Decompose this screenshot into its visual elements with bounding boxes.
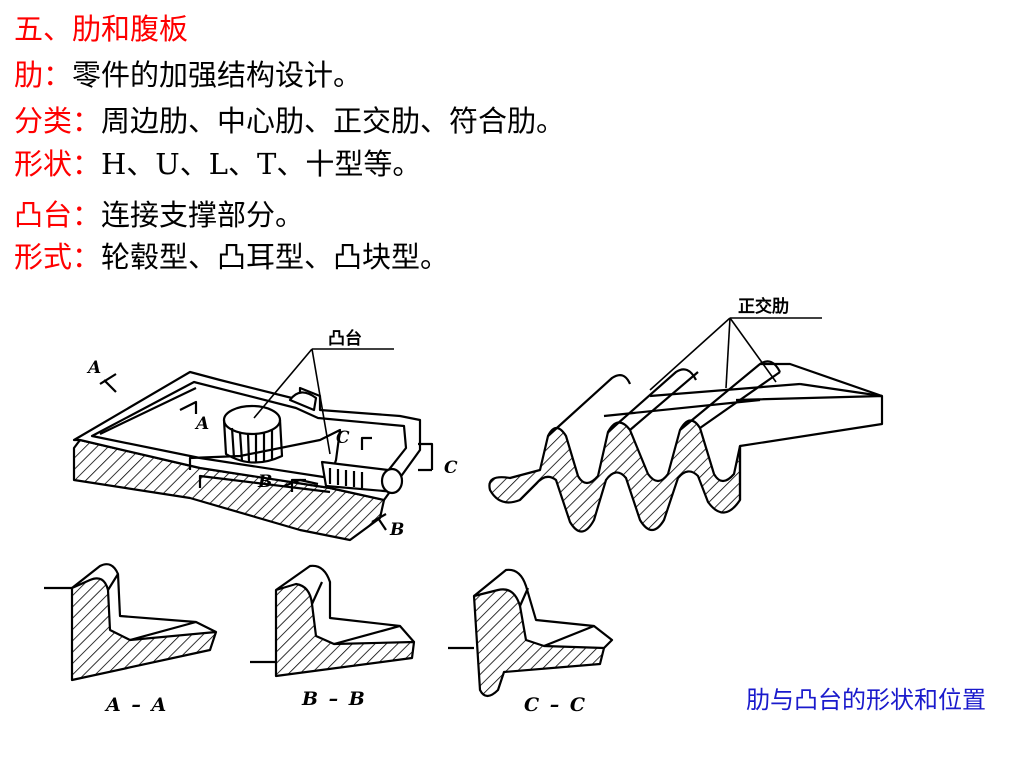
section-a-a (44, 563, 218, 682)
row-text: 零件的加强结构设计。 (72, 58, 363, 92)
row-label: 凸台： (14, 198, 102, 232)
text-row-classification: 分类：周边肋、中心肋、正交肋、符合肋。 (14, 104, 565, 138)
text-row-form: 形式：轮毂型、凸耳型、凸块型。 (14, 240, 449, 274)
row-label: 形状： (14, 147, 102, 181)
text-row-rib: 肋：零件的加强结构设计。 (14, 58, 362, 92)
orthogonal-rib-label: 正交肋 (738, 297, 789, 317)
section-label-b-b: B – B (302, 688, 367, 710)
row-text: 轮毂型、凸耳型、凸块型。 (101, 240, 450, 274)
section-c-c (448, 568, 614, 698)
row-label: 形式： (14, 240, 102, 274)
row-text: 连接支撑部分。 (101, 198, 305, 232)
orthogonal-rib-part (488, 360, 884, 533)
cut-letter-c-inner: C (336, 428, 350, 448)
figure-caption: 肋与凸台的形状和位置 (746, 686, 986, 714)
boss-leader-lines (253, 348, 394, 455)
text-row-boss: 凸台：连接支撑部分。 (14, 198, 304, 232)
section-label-c-c: C – C (524, 694, 587, 716)
cut-letter-a-top: A (88, 358, 102, 378)
cut-letter-a-inner: A (196, 414, 210, 434)
text-row-shape: 形状：H、U、L、T、十型等。 (14, 147, 421, 181)
cut-letter-c-right: C (444, 458, 458, 478)
section-b-b (250, 564, 416, 678)
row-label: 分类： (14, 104, 102, 138)
cut-letter-b-bottom: B (390, 520, 405, 540)
row-text: H、U、L、T、十型等。 (101, 147, 422, 181)
row-label: 肋： (14, 58, 73, 92)
slide-heading: 五、肋和腹板 (14, 12, 189, 46)
section-label-a-a: A – A (106, 694, 169, 716)
row-text: 周边肋、中心肋、正交肋、符合肋。 (101, 104, 566, 138)
boss-label: 凸台 (328, 329, 362, 349)
cut-letter-b-inner: B (258, 472, 273, 492)
isometric-tray-part (72, 370, 434, 542)
rib-leader-lines (649, 317, 822, 391)
